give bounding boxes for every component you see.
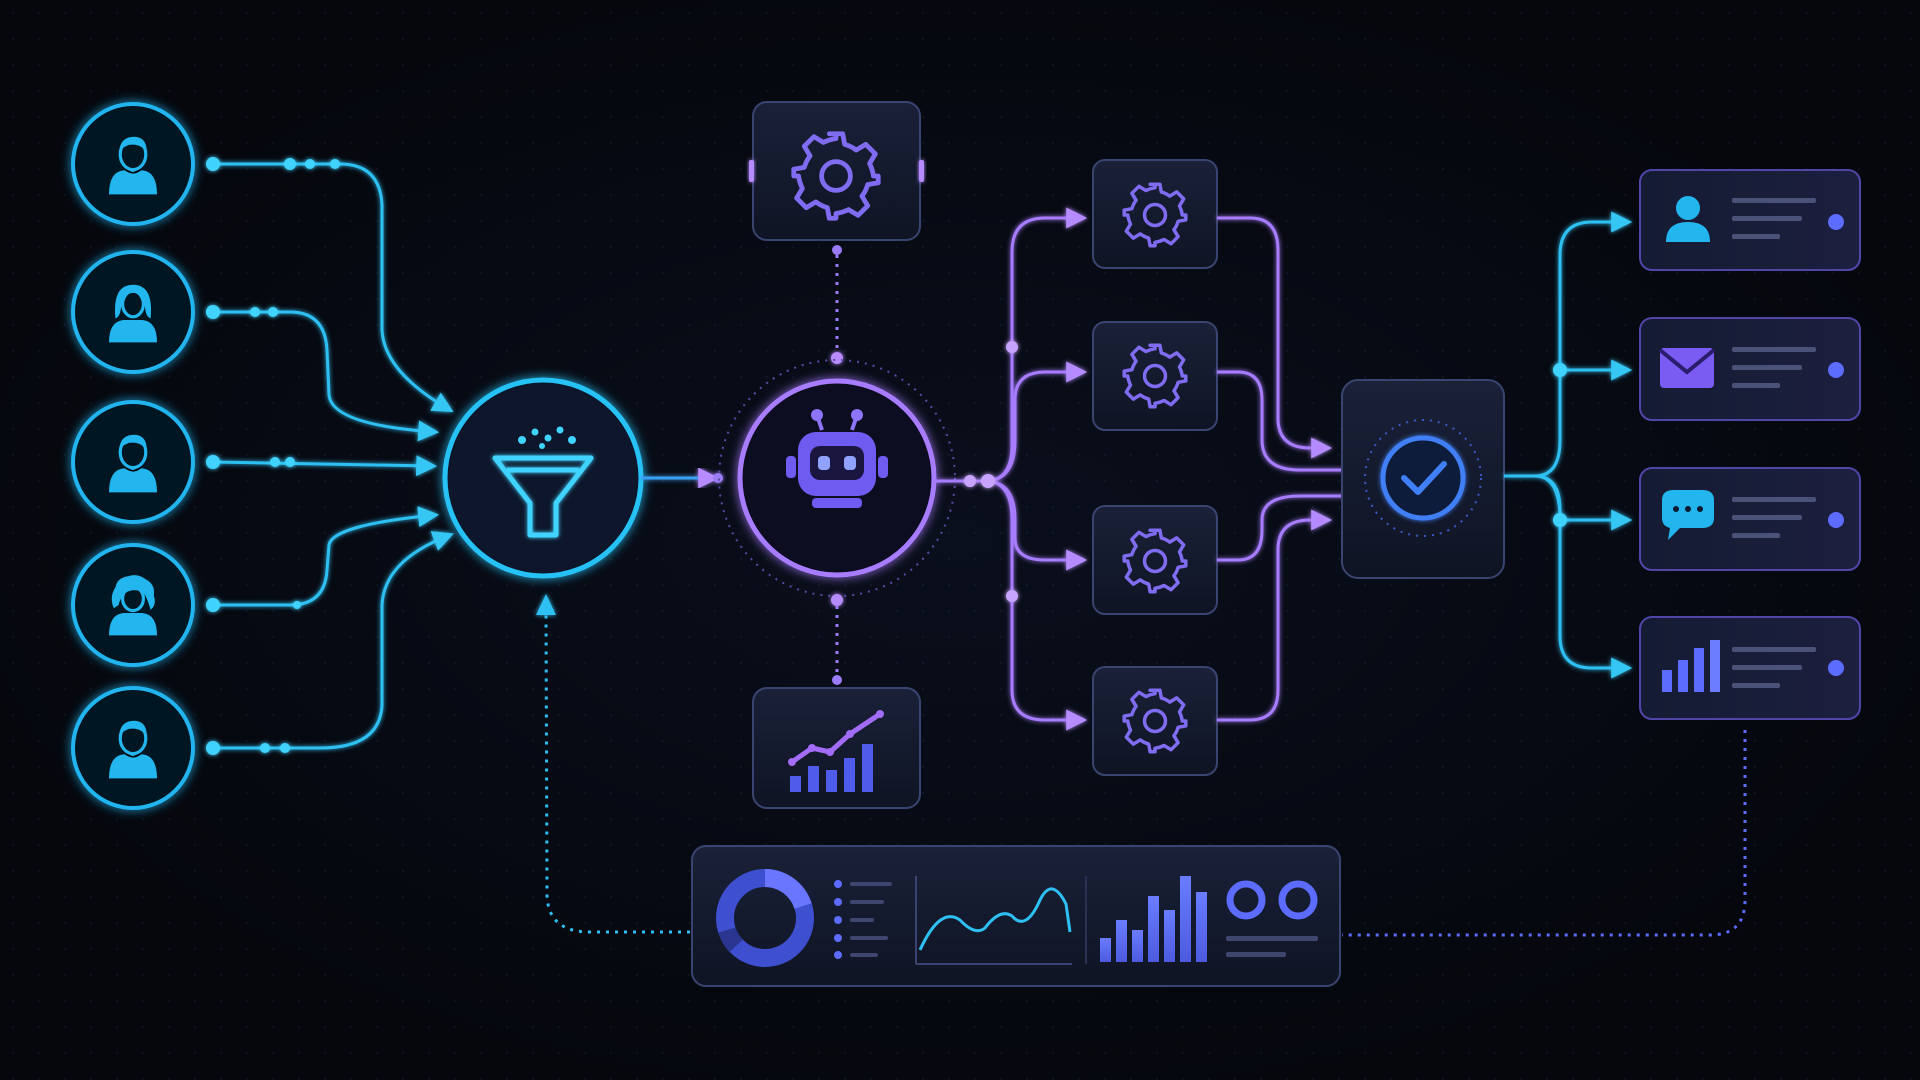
donut-chart-icon bbox=[716, 869, 814, 967]
robot-icon bbox=[786, 409, 888, 508]
line-chart-icon bbox=[915, 876, 1072, 965]
feedback-arrowhead bbox=[536, 594, 556, 615]
workers-to-validator-connectors bbox=[1217, 216, 1345, 722]
bar-chart-icon bbox=[1662, 640, 1720, 692]
chat-bubble-icon bbox=[1662, 490, 1714, 540]
output-card-user[interactable] bbox=[1639, 169, 1861, 271]
output-card-report[interactable] bbox=[1639, 616, 1861, 720]
user-icon bbox=[1666, 196, 1710, 242]
user-avatar-1[interactable] bbox=[71, 102, 195, 226]
robot-to-workers-connectors bbox=[935, 207, 1088, 731]
ring-gauge-icon bbox=[1226, 880, 1318, 957]
worker-node-2[interactable] bbox=[1092, 321, 1218, 431]
config-to-robot-connector bbox=[831, 245, 843, 364]
robot-to-workers-dots bbox=[964, 341, 1018, 602]
worker-node-4[interactable] bbox=[1092, 666, 1218, 776]
user-avatar-5[interactable] bbox=[71, 686, 195, 810]
bar-chart-icon bbox=[1100, 876, 1207, 962]
check-circle-icon bbox=[1380, 435, 1466, 521]
filter-to-robot-connector bbox=[641, 467, 723, 489]
output-cards bbox=[1639, 169, 1861, 720]
validator-to-outputs-connectors bbox=[1504, 211, 1633, 679]
worker-node-3[interactable] bbox=[1092, 505, 1218, 615]
user-avatar-2[interactable] bbox=[71, 250, 195, 374]
input-connector-dots bbox=[206, 157, 340, 755]
validator-to-outputs-dots bbox=[1553, 363, 1567, 527]
worker-node-1[interactable] bbox=[1092, 159, 1218, 269]
config-panel[interactable] bbox=[749, 101, 924, 241]
funnel-icon bbox=[492, 455, 594, 538]
ai-robot-node[interactable] bbox=[718, 359, 956, 597]
output-card-chat[interactable] bbox=[1639, 467, 1861, 571]
trending-bar-chart-icon bbox=[788, 710, 884, 792]
worker-nodes bbox=[1092, 159, 1218, 776]
analytics-panel[interactable] bbox=[752, 687, 921, 809]
dashboard-panel[interactable] bbox=[691, 845, 1341, 987]
filter-node[interactable] bbox=[442, 377, 644, 579]
user-avatars bbox=[71, 102, 195, 810]
output-card-email[interactable] bbox=[1639, 317, 1861, 421]
user-avatar-4[interactable] bbox=[71, 543, 195, 667]
funnel-particles bbox=[518, 426, 576, 449]
input-connectors bbox=[212, 162, 454, 750]
donut-legend bbox=[834, 880, 892, 959]
user-avatar-3[interactable] bbox=[71, 400, 195, 524]
envelope-icon bbox=[1658, 348, 1716, 388]
robot-to-analytics-connector bbox=[831, 594, 843, 685]
validator-node[interactable] bbox=[1341, 379, 1505, 579]
feedback-loop-connectors bbox=[544, 609, 1747, 937]
